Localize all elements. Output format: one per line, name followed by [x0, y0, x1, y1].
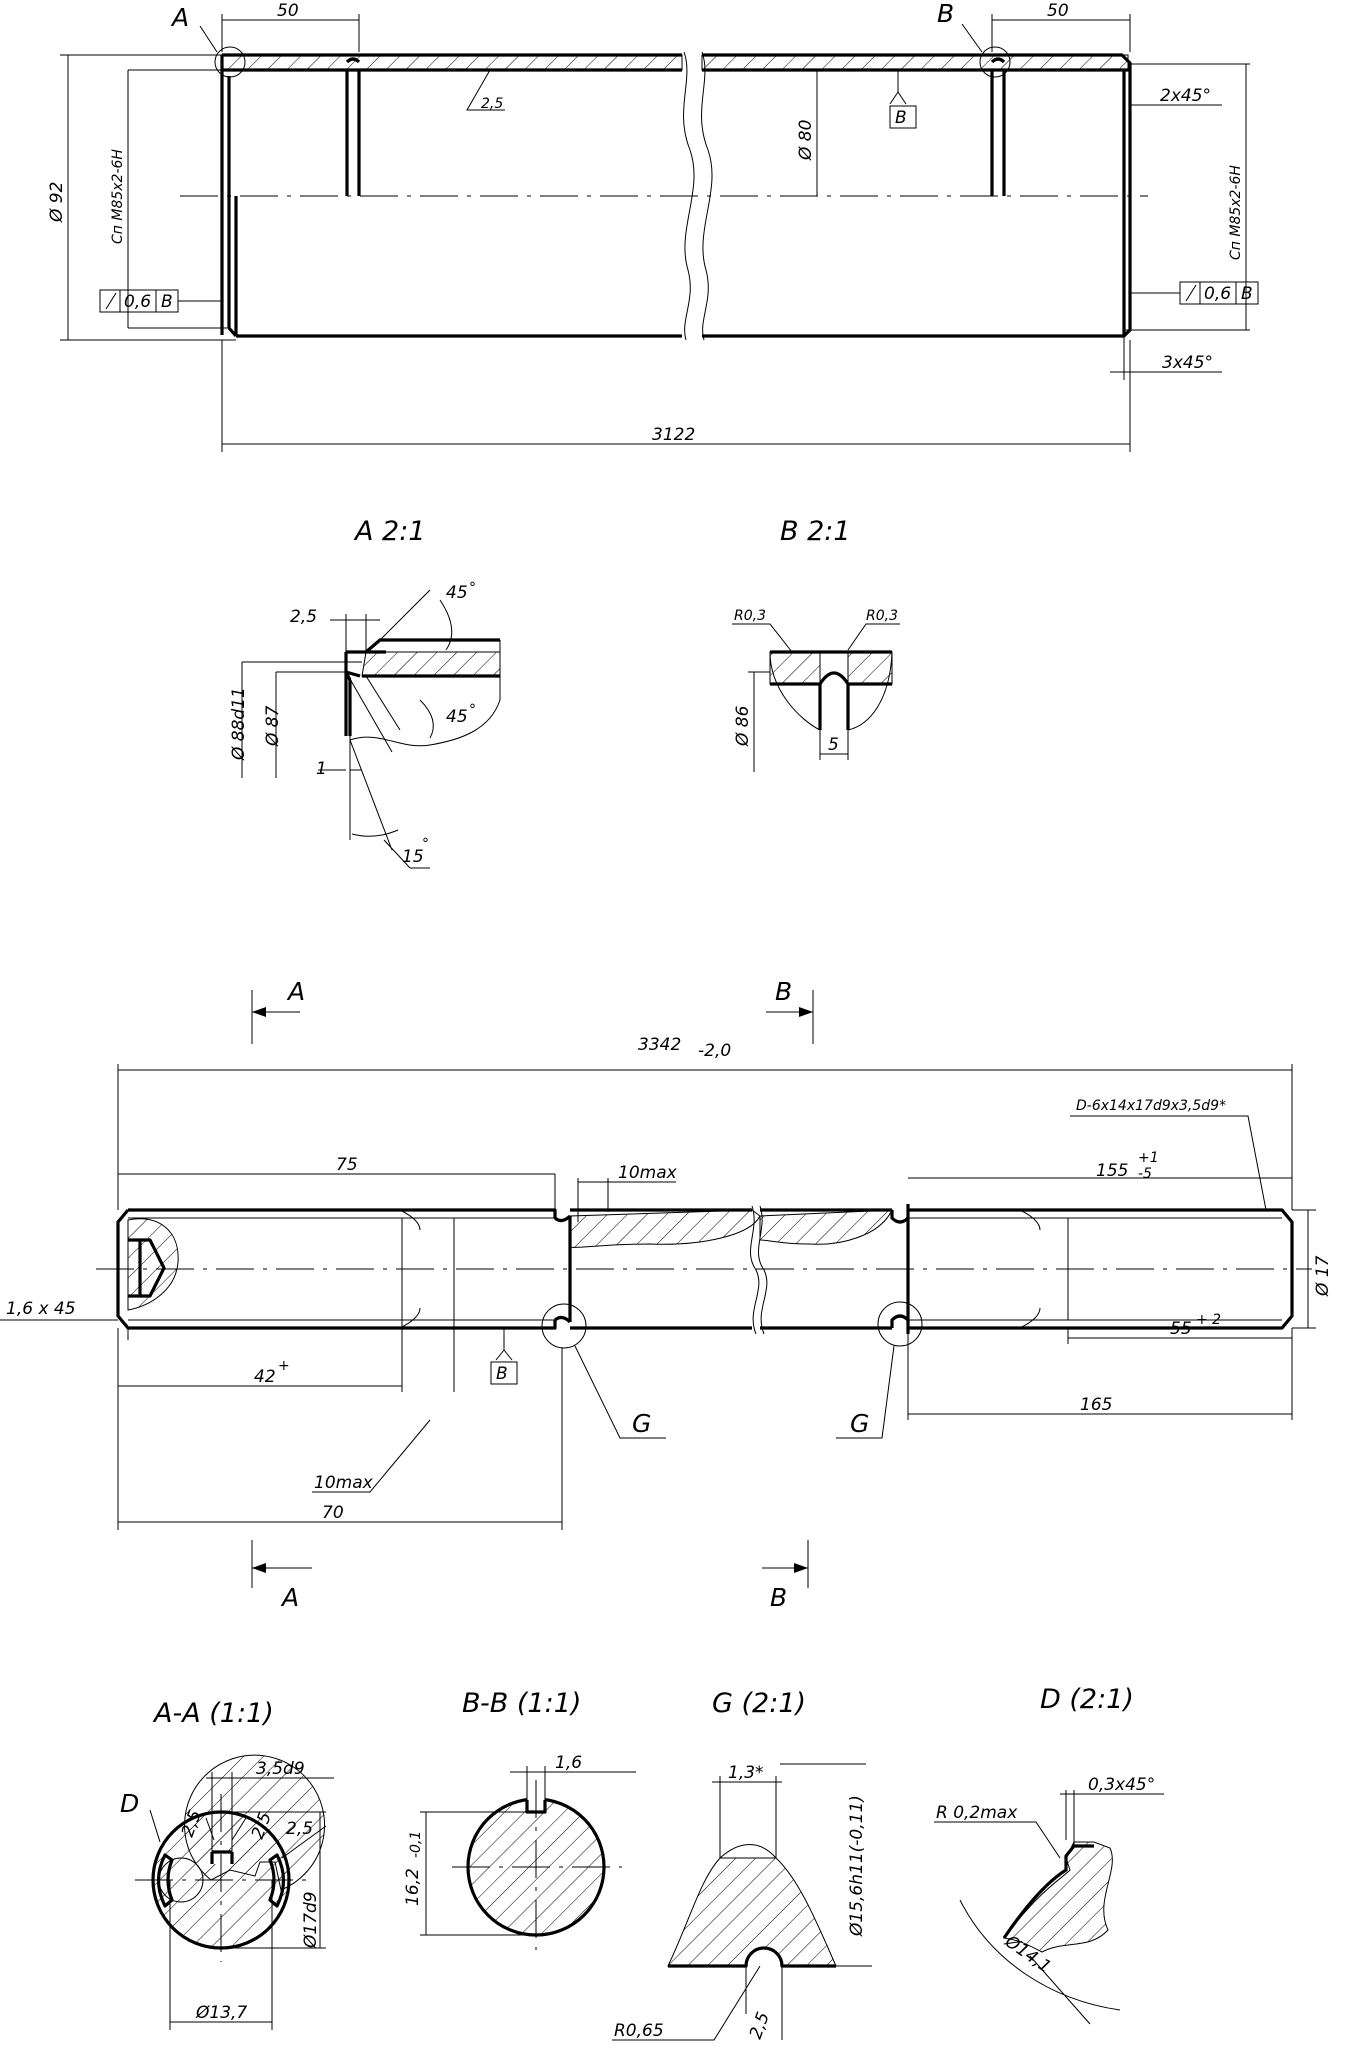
- groove-left: [345, 57, 361, 196]
- section-B-bottom: B: [770, 1583, 787, 1612]
- dim-3342: 3342: [638, 1035, 681, 1055]
- dim-70: 70: [322, 1503, 344, 1523]
- svg-text:°: °: [469, 580, 476, 596]
- detail-A-dia-87: Ø 87: [263, 705, 283, 747]
- detail-B-title: B 2:1: [780, 516, 851, 547]
- detail-G-dia-156: Ø15,6h11(-0,11): [847, 1795, 867, 1937]
- svg-text:2,5: 2,5: [746, 2009, 774, 2041]
- spline-note: D-6x14x17d9x3,5d9*: [1076, 1098, 1226, 1114]
- section-BB-dim-16: 1,6: [555, 1753, 582, 1773]
- section-B-top: B: [775, 977, 792, 1006]
- dim-75: 75: [336, 1155, 358, 1175]
- break-line-left: [683, 51, 695, 341]
- tube-wall-right: [701, 54, 1129, 71]
- dim-10max-bottom: 10max: [314, 1473, 374, 1493]
- tube-wall-left: [221, 54, 683, 71]
- detail-A-title: A 2:1: [353, 516, 426, 547]
- section-A-bottom: A: [280, 1583, 299, 1612]
- chamfer-top: 2x45°: [1160, 86, 1211, 106]
- section-A-top: A: [286, 977, 305, 1006]
- svg-text:+ 2: + 2: [1196, 1312, 1221, 1328]
- groove-right: [990, 57, 1006, 196]
- dim-3342-tol: -2,0: [698, 1041, 731, 1061]
- detail-B-r-right: R0,3: [866, 608, 898, 624]
- detail-circle-A: [214, 46, 246, 78]
- section-BB: B-B (1:1) 1,6 16,2 -0,1: [403, 1688, 636, 1950]
- label-A: A: [170, 3, 189, 32]
- section-BB-dim-162: 16,2: [403, 1868, 423, 1906]
- label-B: B: [937, 0, 954, 28]
- svg-text:-0,1: -0,1: [408, 1831, 424, 1858]
- thread-right: Сп M85x2-6H: [1228, 165, 1244, 260]
- datum-B-top: B: [895, 108, 907, 128]
- detail-D-chamfer: 0,3x45°: [1088, 1775, 1155, 1795]
- dim-155: 155: [1096, 1161, 1128, 1181]
- section-AA-dia-137: Ø13,7: [195, 2003, 247, 2023]
- detail-B-r-left: R0,3: [734, 608, 766, 624]
- detail-D-radius: R 0,2max: [936, 1803, 1018, 1823]
- svg-text:+: +: [278, 1358, 290, 1374]
- detail-D-title: D (2:1): [1040, 1684, 1134, 1715]
- shaft-view: A B A B G G: [0, 977, 1333, 1612]
- detail-G-dim-13: 1,3*: [728, 1763, 764, 1783]
- shaft-outline-mid-right: [760, 1208, 892, 1330]
- detail-circle-B: [979, 46, 1011, 78]
- section-AA: A-A (1:1) D 3,5d9 2,5 2,5 2,5 Ø17d9 Ø13,…: [120, 1698, 334, 2030]
- svg-text:°: °: [469, 702, 476, 718]
- dim-dia-92: Ø 92: [47, 182, 67, 223]
- svg-text:0,6: 0,6: [124, 292, 151, 312]
- svg-text:°: °: [422, 836, 429, 852]
- svg-text:+1: +1: [1138, 1150, 1159, 1166]
- label-G-left: G: [632, 1409, 651, 1438]
- section-AA-dim-35d9: 3,5d9: [256, 1759, 305, 1779]
- svg-text:B: B: [161, 292, 173, 312]
- dim-wall: 2,5: [481, 96, 503, 112]
- detail-G-r065: R0,65: [614, 2021, 664, 2041]
- dim-50-right: 50: [1047, 1, 1069, 21]
- dim-dia-80: Ø 80: [796, 120, 816, 161]
- chamfer-bottom: 3x45°: [1162, 353, 1213, 373]
- dim-42: 42: [254, 1367, 276, 1387]
- dim-3122: 3122: [652, 425, 695, 445]
- detail-B-dim-5: 5: [828, 735, 839, 755]
- chamfer-1-6: 1,6 x 45: [6, 1299, 76, 1319]
- section-AA-title: A-A (1:1): [152, 1698, 274, 1729]
- svg-text:2,5: 2,5: [286, 1819, 313, 1839]
- detail-B-dia-86: Ø 86: [733, 705, 753, 747]
- detail-D: D (2:1) 0,3x45° R 0,2max Ø14,1: [934, 1684, 1164, 2025]
- detail-A-dia-88: Ø 88d11: [229, 687, 249, 761]
- svg-text:-5: -5: [1138, 1166, 1152, 1182]
- dim-50-left: 50: [277, 1, 299, 21]
- section-AA-dia-17d9: Ø17d9: [301, 1891, 321, 1949]
- dim-10max-top: 10max: [618, 1163, 678, 1183]
- section-BB-title: B-B (1:1): [462, 1688, 581, 1719]
- label-D: D: [120, 1789, 139, 1818]
- dim-55: 55: [1170, 1319, 1192, 1339]
- svg-text:B: B: [1241, 284, 1253, 304]
- thread-left: Сп M85x2-6H: [110, 149, 126, 244]
- detail-B: B 2:1 R0,3 R0,3 Ø 86 5: [732, 516, 900, 772]
- runout-frame-right: 0,6 B: [1130, 281, 1259, 305]
- detail-A: A 2:1 45 ° 45 ° 2,5 Ø 88d11 Ø 87 1 15 °: [229, 516, 501, 869]
- dim-165: 165: [1080, 1395, 1112, 1415]
- g-circle-left: [541, 1303, 587, 1349]
- svg-text:45: 45: [446, 707, 468, 727]
- label-G-right: G: [850, 1409, 869, 1438]
- detail-G: G (2:1) 1,3* Ø15,6h11(-0,11) R0,65 2,5: [612, 1688, 872, 2042]
- svg-text:1: 1: [316, 759, 327, 779]
- break-line-right: [701, 51, 713, 341]
- shaft-break: [750, 1205, 768, 1335]
- detail-G-title: G (2:1): [712, 1688, 806, 1719]
- runout-frame-left: 0,6 B: [99, 289, 222, 313]
- g-circle-right: [877, 1301, 923, 1347]
- svg-text:0,6: 0,6: [1204, 284, 1231, 304]
- detail-A-dim-25: 2,5: [290, 607, 317, 627]
- datum-B-shaft: B: [496, 1364, 508, 1384]
- svg-text:15: 15: [402, 847, 424, 867]
- tube-view: A B 50 50 2,5 Ø 80 B Ø 92 Сп M85x2-6H Сп…: [47, 0, 1259, 452]
- tube-outline-left: [220, 53, 682, 338]
- dim-dia-17: Ø 17: [1313, 1255, 1333, 1297]
- svg-text:45: 45: [446, 583, 468, 603]
